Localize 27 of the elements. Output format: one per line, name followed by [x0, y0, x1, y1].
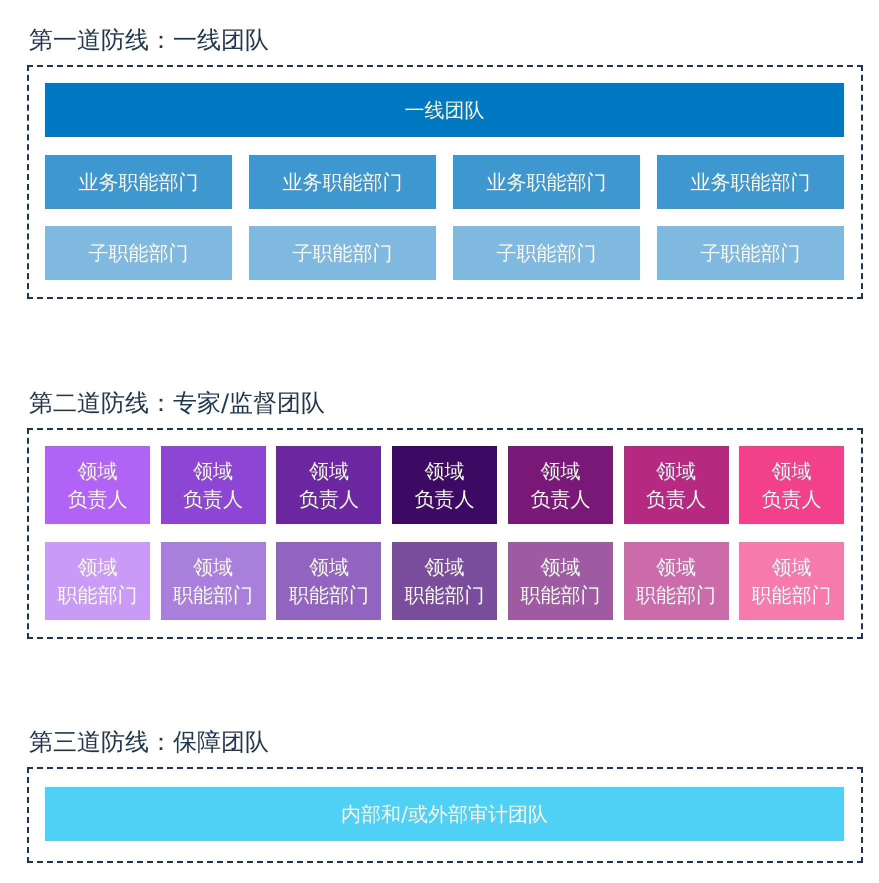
team-box: 领域负责人 [392, 446, 498, 524]
team-box: 内部和/或外部审计团队 [45, 787, 844, 841]
team-box: 业务职能部门 [657, 155, 844, 209]
team-box: 领域职能部门 [739, 542, 844, 620]
team-box: 领域职能部门 [160, 542, 266, 620]
team-box: 领域负责人 [160, 446, 266, 524]
team-box: 领域负责人 [739, 446, 844, 524]
team-box: 一线团队 [45, 83, 844, 137]
team-box: 子职能部门 [453, 226, 640, 280]
team-box: 领域负责人 [276, 446, 382, 524]
team-box: 子职能部门 [249, 226, 436, 280]
team-box: 领域负责人 [624, 446, 728, 524]
team-box: 子职能部门 [657, 226, 844, 280]
team-box: 领域职能部门 [392, 542, 498, 620]
team-box: 子职能部门 [45, 226, 232, 280]
section-heading: 第三道防线：保障团队 [29, 727, 269, 757]
team-box: 领域职能部门 [45, 542, 150, 620]
team-box: 领域负责人 [508, 446, 613, 524]
team-box: 领域职能部门 [276, 542, 382, 620]
team-box: 业务职能部门 [45, 155, 232, 209]
team-box: 业务职能部门 [453, 155, 640, 209]
team-box: 业务职能部门 [249, 155, 436, 209]
team-box: 领域负责人 [45, 446, 150, 524]
section-heading: 第一道防线：一线团队 [29, 25, 269, 55]
team-box: 领域职能部门 [624, 542, 728, 620]
team-box: 领域职能部门 [508, 542, 613, 620]
section-heading: 第二道防线：专家/监督团队 [29, 388, 326, 418]
